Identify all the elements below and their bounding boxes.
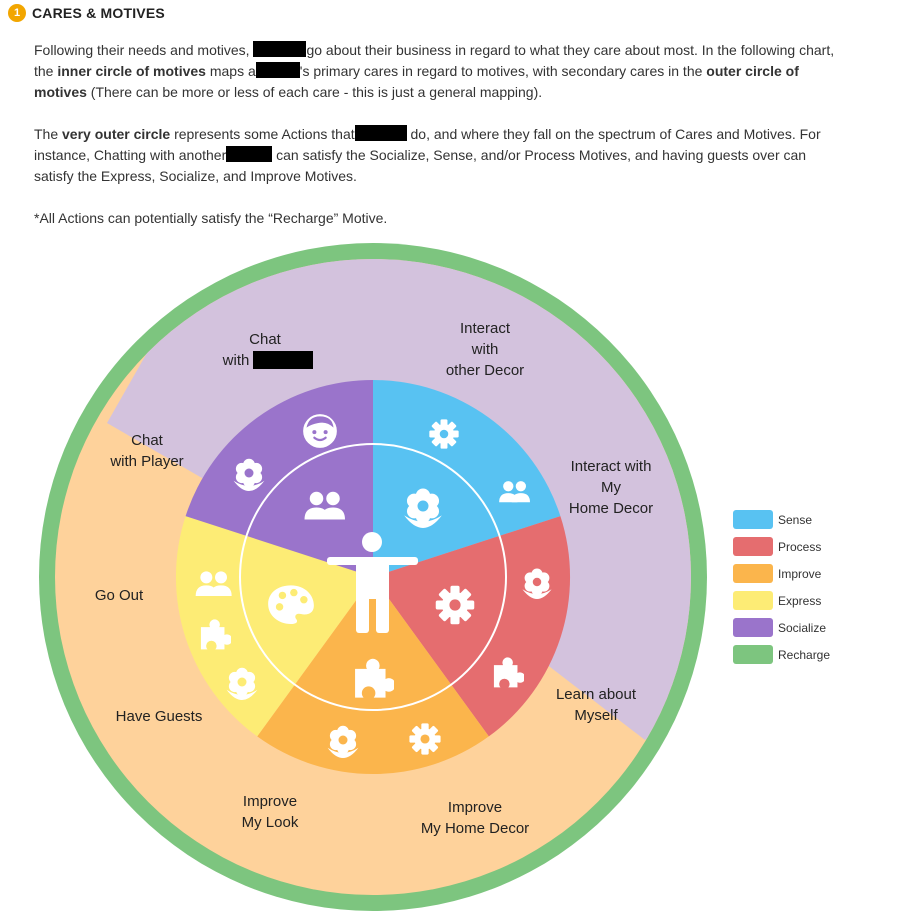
action-label: Have Guests (116, 708, 203, 725)
text-span: 's primary cares in regard to motives, w… (299, 63, 707, 79)
action-label: Interact with (571, 458, 652, 475)
gear-icon (429, 419, 459, 449)
legend-label: Express (778, 593, 822, 608)
legend-label: Process (778, 539, 822, 554)
intro-paragraph: Following their needs and motives, go ab… (34, 40, 844, 103)
text-span: can satisfy the Socialize, Sense, and/or… (34, 147, 807, 184)
bold-text: outer circle of motives (34, 63, 799, 100)
text-span: Following their needs and motives, (34, 42, 254, 58)
face-icon (302, 413, 338, 449)
legend-swatch (733, 618, 773, 637)
text-span: go about their business in regard to wha… (34, 42, 835, 79)
action-label: Learn about (556, 686, 637, 703)
action-label: Chat (131, 432, 164, 449)
legend-item-improve: Improve (733, 560, 830, 587)
legend-item-sense: Sense (733, 506, 830, 533)
wedge-express (175, 516, 373, 737)
bold-text: very outer circle (62, 126, 171, 142)
section-header: 1 CARES & MOTIVES (8, 2, 165, 24)
legend-swatch (733, 510, 773, 529)
legend-swatch (733, 645, 773, 664)
legend-item-recharge: Recharge (733, 641, 830, 668)
text-span: do, and where they fall on the spectrum … (34, 126, 821, 163)
legend-swatch (733, 537, 773, 556)
person-icon (327, 532, 418, 633)
redaction-bar (226, 146, 273, 162)
legend-label: Improve (778, 566, 822, 581)
action-label: with (471, 341, 499, 358)
inner-motives-circle (239, 443, 507, 711)
actions-paragraph: The very outer circle represents some Ac… (34, 124, 844, 187)
redaction-bar (255, 62, 300, 78)
gear-icon (435, 585, 475, 625)
action-label: Improve (448, 799, 502, 816)
text-span: The (34, 126, 63, 142)
legend-label: Socialize (778, 620, 827, 635)
bold-text: inner circle of motives (57, 63, 206, 79)
legend-label: Sense (778, 512, 813, 527)
text-span: (There can be more or less of each care … (86, 84, 543, 100)
action-label: My (601, 479, 621, 496)
section-title: CARES & MOTIVES (32, 5, 165, 21)
legend-label: Recharge (778, 647, 831, 662)
action-label: My Home Decor (421, 820, 529, 837)
text-span: maps a (205, 63, 256, 79)
step-number-badge: 1 (8, 4, 26, 22)
action-label: My Look (242, 814, 299, 831)
legend-item-socialize: Socialize (733, 614, 830, 641)
action-label: Home Decor (569, 500, 653, 517)
redaction-bar (253, 41, 307, 57)
action-label: Interact (460, 320, 511, 337)
gear-icon (409, 723, 441, 755)
legend-swatch (733, 564, 773, 583)
action-label: Myself (574, 707, 618, 724)
legend: Sense Process Improve Express Socialize … (733, 506, 830, 668)
legend-item-express: Express (733, 587, 830, 614)
wedge-sense (373, 380, 561, 577)
action-label: Improve (243, 793, 297, 810)
legend-swatch (733, 591, 773, 610)
text-span: represents some Actions that (170, 126, 355, 142)
redaction-bar (354, 125, 407, 141)
recharge-note: *All Actions can potentially satisfy the… (34, 210, 388, 226)
action-label: Go Out (95, 587, 144, 604)
legend-item-process: Process (733, 533, 830, 560)
action-label: Chat (249, 331, 282, 348)
action-label: other Decor (446, 362, 524, 379)
redaction-bar (253, 351, 313, 369)
action-label: with (222, 352, 250, 369)
action-label: with Player (109, 453, 183, 470)
